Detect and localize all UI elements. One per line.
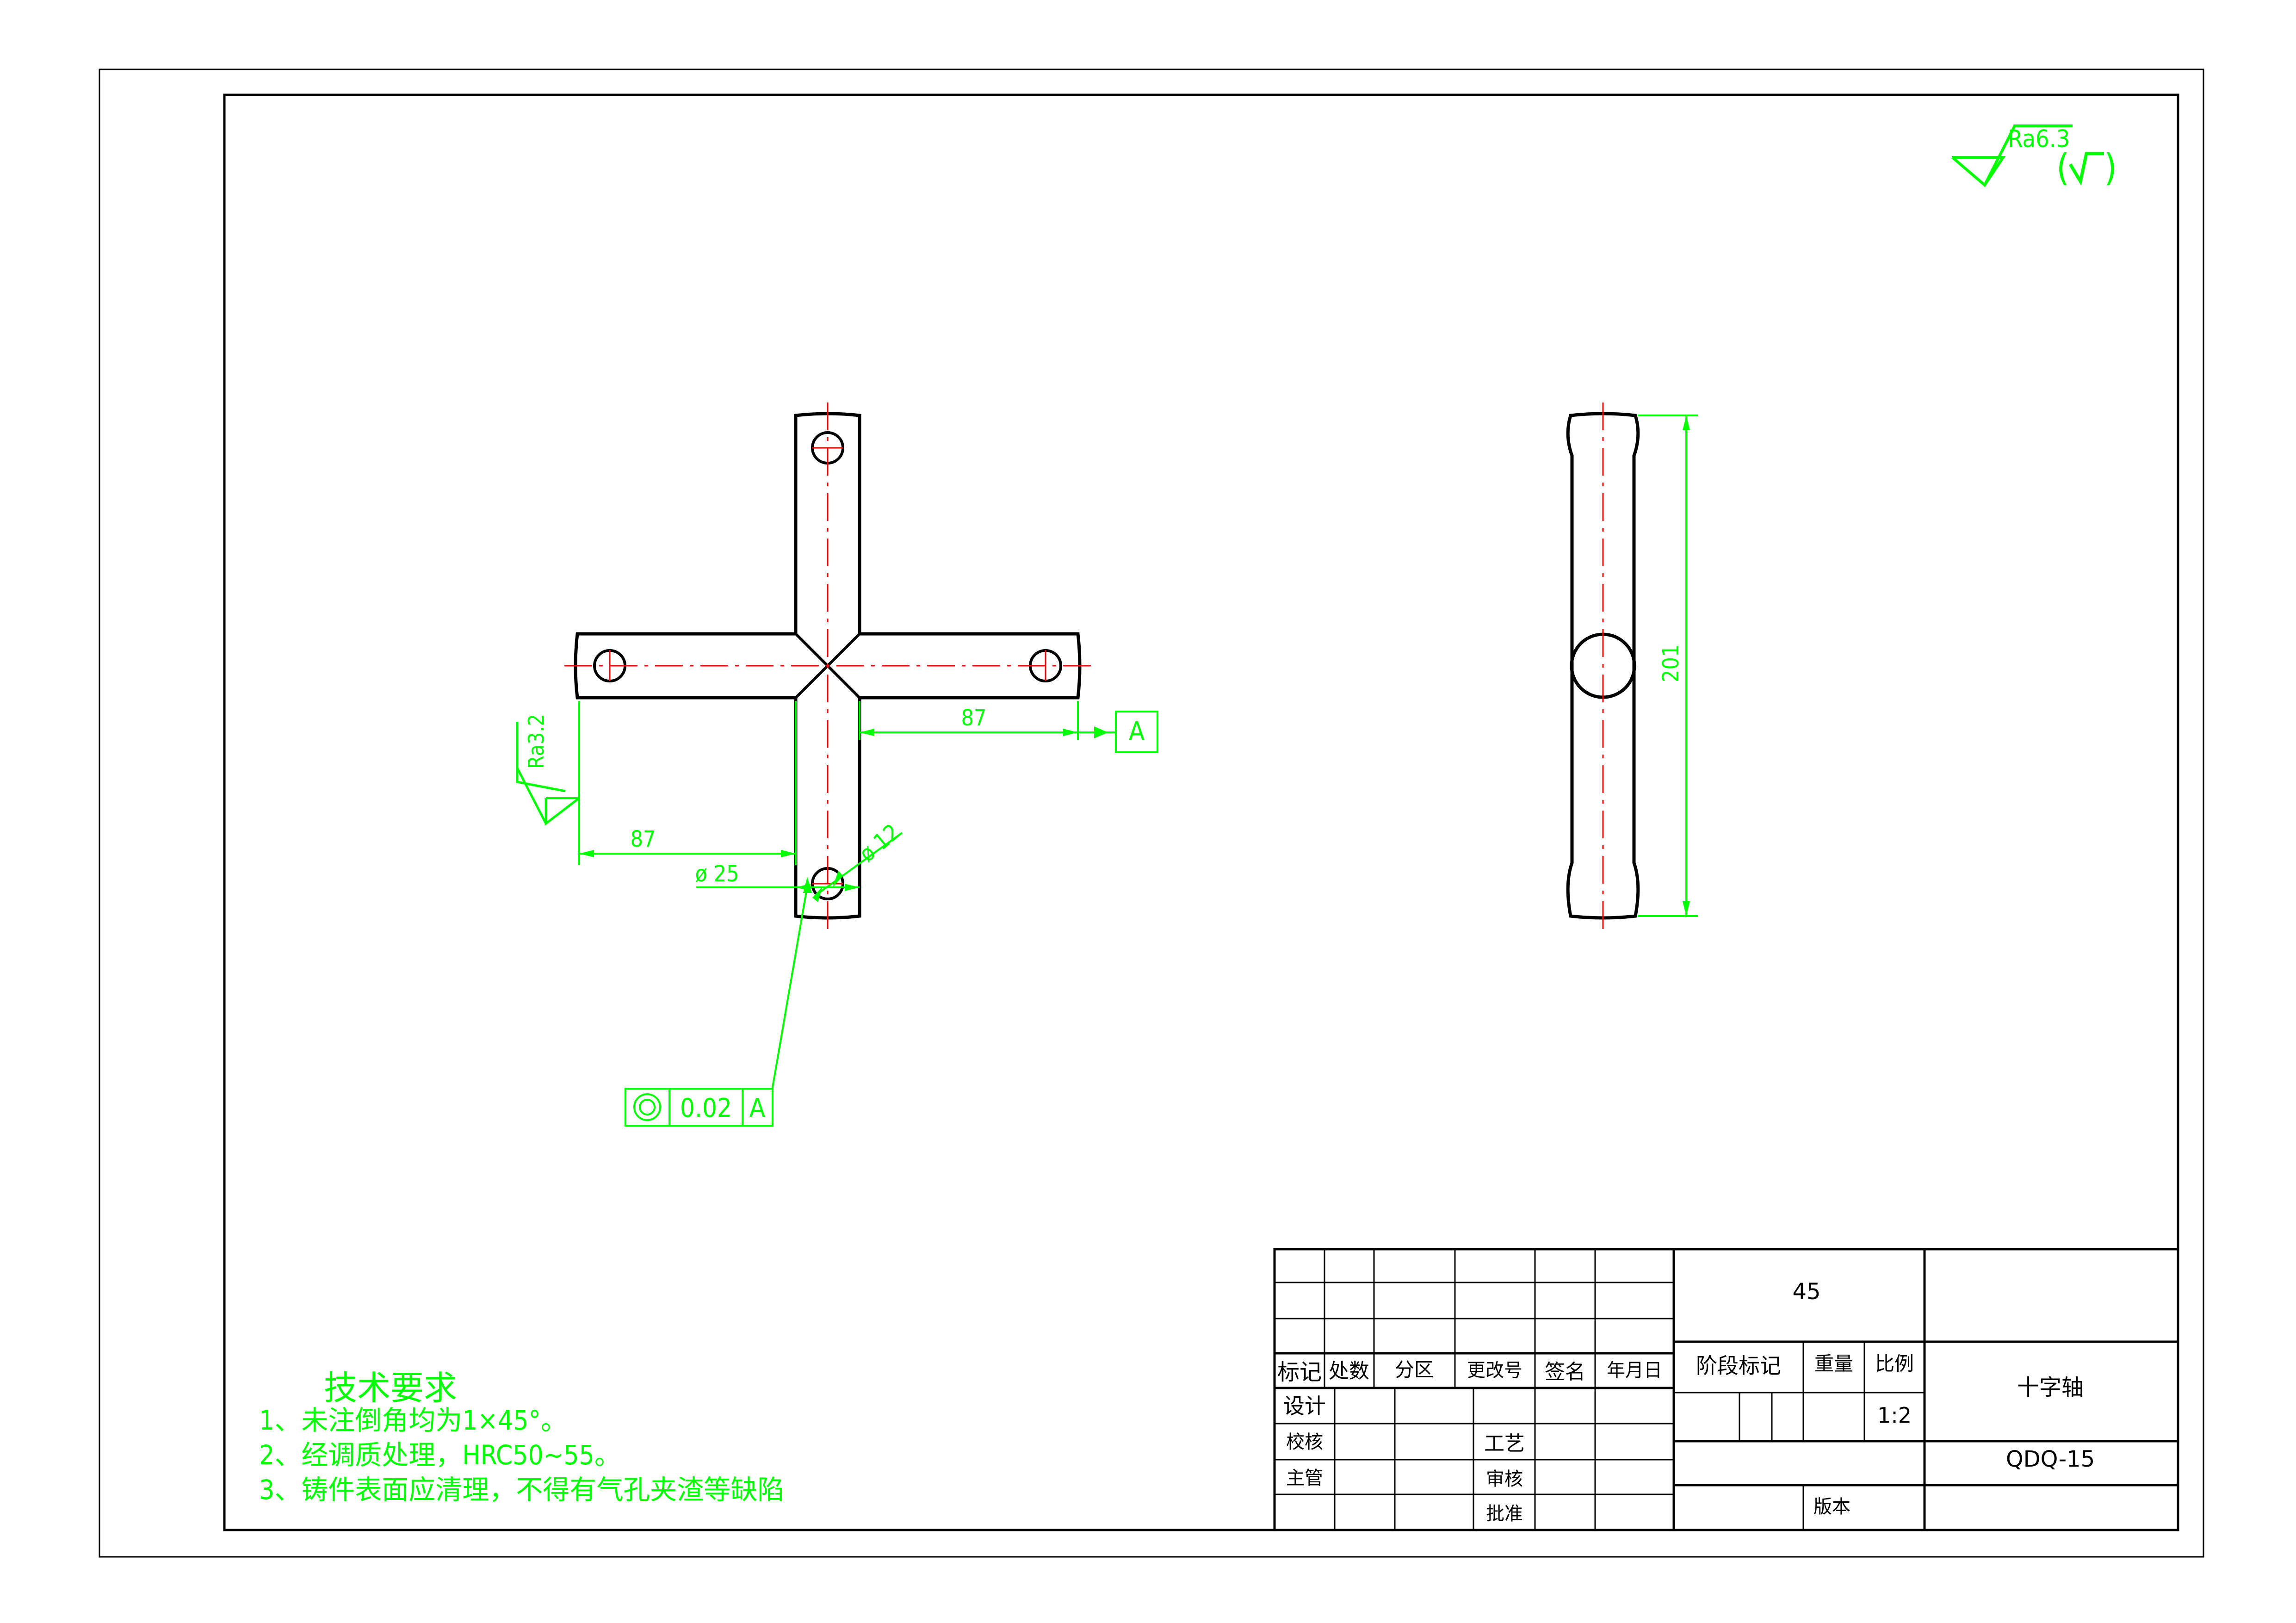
concentricity-icon xyxy=(633,1093,661,1121)
inner-frame xyxy=(223,93,2179,1531)
tolerance-value: 0.02 xyxy=(680,1093,732,1123)
dimension-overall-height: 201 xyxy=(1638,415,1698,917)
scale-value: 1:2 xyxy=(1877,1403,1912,1428)
drawing-number: QDQ-15 xyxy=(2006,1446,2095,1472)
tech-req-item: 2、经调质处理，HRC50~55。 xyxy=(259,1439,621,1471)
dim-dia-12: ø 12 xyxy=(854,819,905,867)
corner-line xyxy=(826,664,861,699)
header-process: 工艺 xyxy=(1484,1432,1525,1456)
corner-line xyxy=(794,664,829,699)
general-roughness-text: Ra6.3 xyxy=(2008,125,2070,153)
tech-req-item: 3、铸件表面应清理，不得有气孔夹渣等缺陷 xyxy=(259,1474,784,1505)
general-roughness-symbol: Ra6.3 ( ) xyxy=(1951,124,2117,189)
header-mark: 标记 xyxy=(1277,1359,1322,1385)
dim-87-left: 87 xyxy=(631,826,656,852)
technical-requirements: 技术要求 1、未注倒角均为1×45°。 2、经调质处理，HRC50~55。 3、… xyxy=(259,1369,784,1505)
header-signature: 签名 xyxy=(1545,1360,1585,1384)
dimension-left-arm: 87 xyxy=(579,701,797,865)
header-supervisor: 主管 xyxy=(1286,1468,1323,1489)
corner-line xyxy=(794,632,829,667)
datum-a-label: A xyxy=(1129,717,1145,747)
header-check: 校核 xyxy=(1286,1431,1323,1453)
concentricity-tolerance: 0.02 A xyxy=(625,877,812,1127)
header-change-no: 更改号 xyxy=(1467,1360,1522,1381)
title-block: 45 十字轴 QDQ-15 1:2 标记 处数 分区 更改号 签名 年月日 阶段… xyxy=(1273,1248,2179,1531)
header-version: 版本 xyxy=(1813,1496,1850,1518)
header-scale: 比例 xyxy=(1875,1352,1914,1375)
cross-outline xyxy=(574,412,1082,920)
dimension-shaft-diameter: ø 25 xyxy=(695,861,860,891)
face-roughness-symbol: Ra3.2 xyxy=(516,701,580,865)
header-review: 审核 xyxy=(1486,1468,1523,1490)
side-view-shaft xyxy=(1566,403,1640,930)
header-design: 设计 xyxy=(1283,1394,1326,1419)
part-name: 十字轴 xyxy=(2017,1375,2084,1400)
header-date: 年月日 xyxy=(1607,1360,1662,1381)
header-weight: 重量 xyxy=(1814,1352,1853,1375)
datum-a-box: A xyxy=(1115,711,1158,753)
outer-frame xyxy=(99,68,2204,1558)
face-roughness-text: Ra3.2 xyxy=(524,714,549,769)
material-value: 45 xyxy=(1792,1279,1820,1305)
dimension-right-arm: 87 xyxy=(859,701,1115,740)
corner-line xyxy=(826,632,861,667)
dim-dia-25: ø 25 xyxy=(695,861,739,887)
tech-req-title: 技术要求 xyxy=(324,1369,457,1407)
dim-201: 201 xyxy=(1658,644,1684,682)
header-count: 处数 xyxy=(1329,1359,1369,1383)
header-approve: 批准 xyxy=(1486,1503,1523,1524)
shaft-outline xyxy=(1566,412,1640,920)
tolerance-datum: A xyxy=(749,1093,766,1123)
header-stage-mark: 阶段标记 xyxy=(1696,1353,1781,1378)
tech-req-item: 1、未注倒角均为1×45°。 xyxy=(259,1405,568,1436)
roughness-paren-open: ( xyxy=(2056,146,2069,189)
roughness-paren-close: ) xyxy=(2104,146,2117,189)
dim-87-right: 87 xyxy=(961,705,987,731)
front-view-cross xyxy=(564,403,1092,930)
header-zone: 分区 xyxy=(1395,1358,1434,1381)
